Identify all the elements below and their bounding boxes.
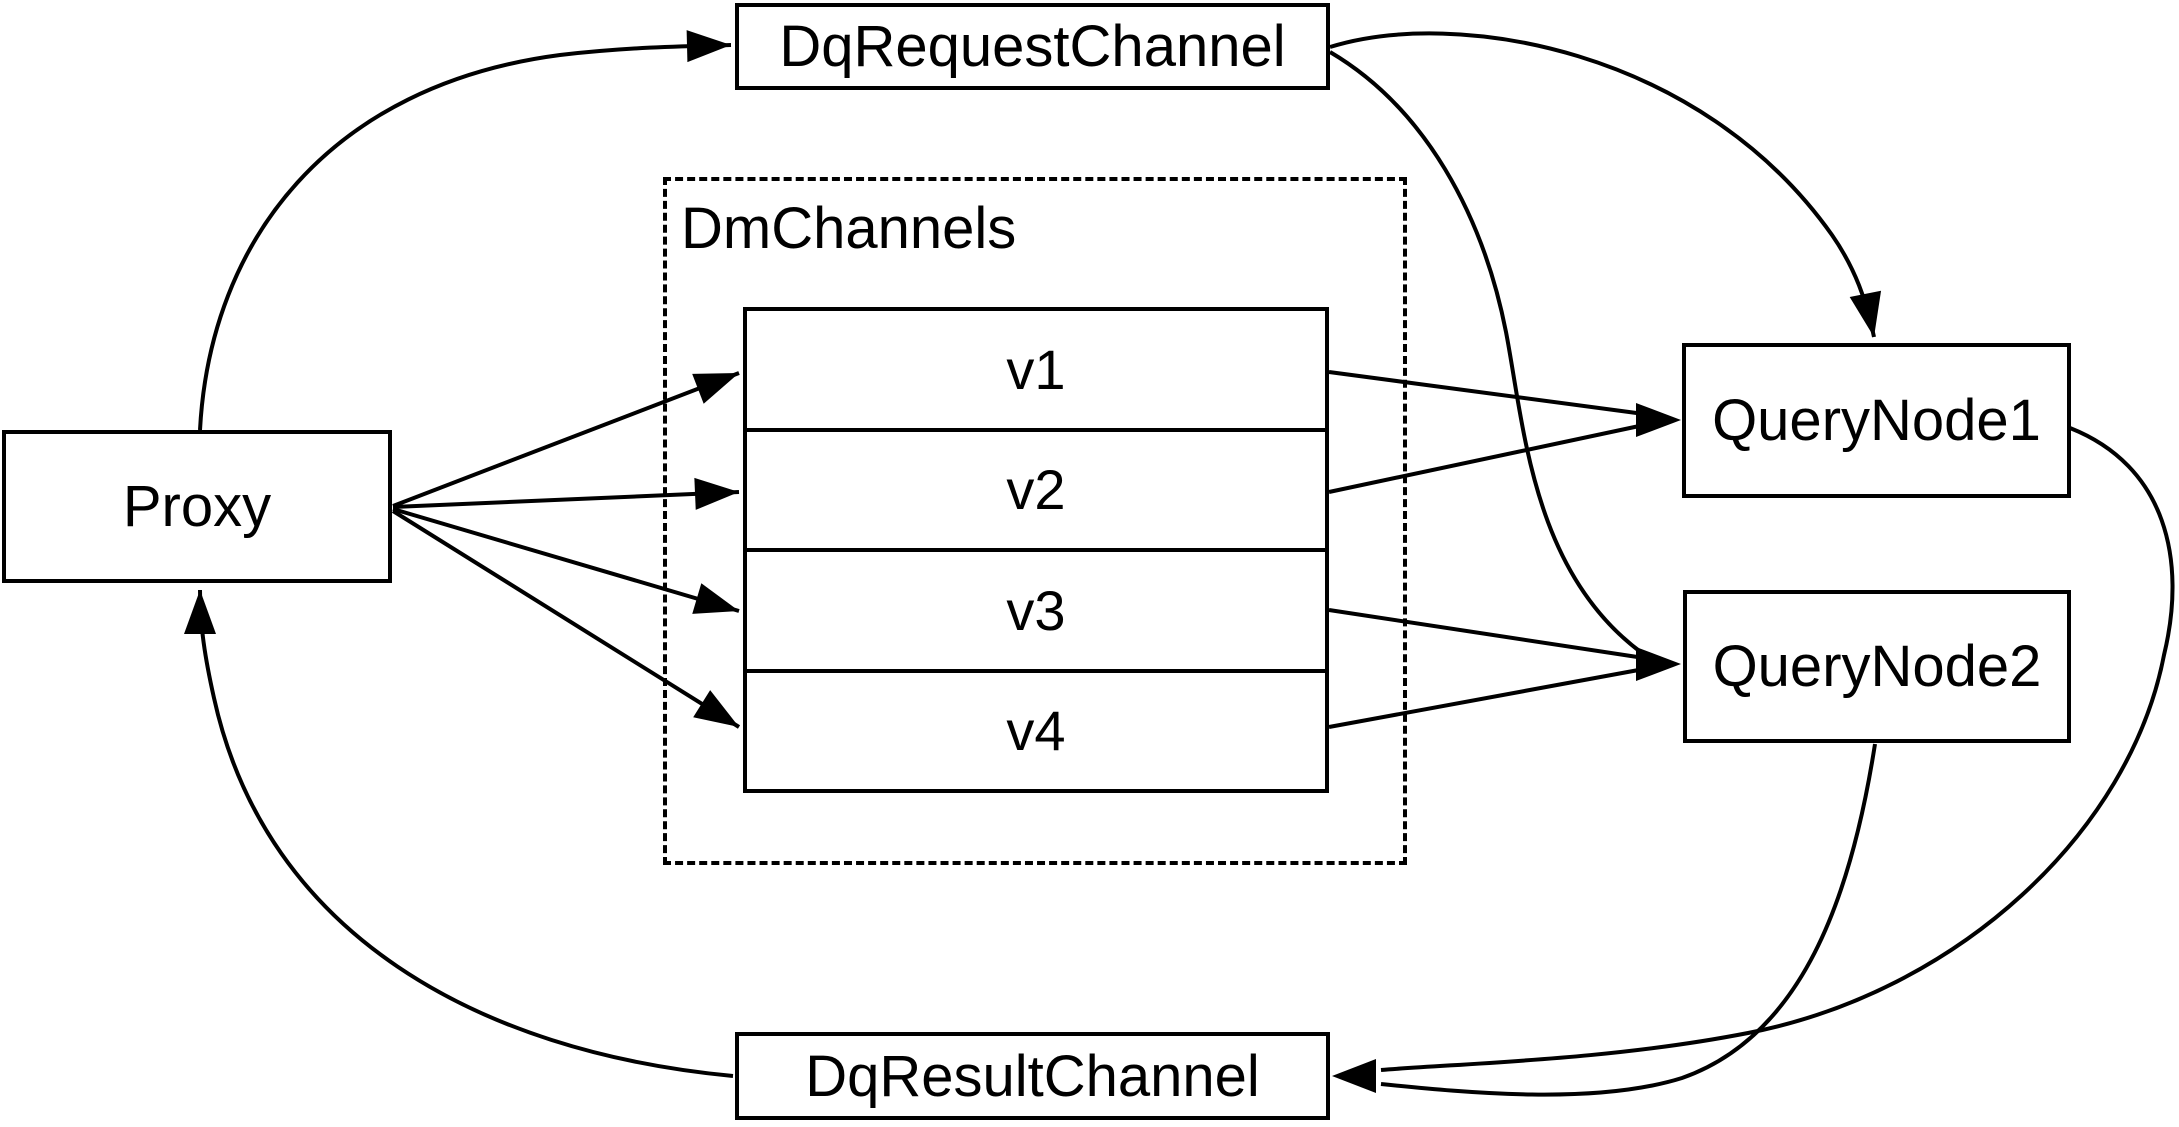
channel-v2-label: v2	[1006, 458, 1066, 522]
node-dqrequestchannel: DqRequestChannel	[735, 3, 1330, 90]
node-dqresultchannel-label: DqResultChannel	[805, 1043, 1260, 1109]
node-dqresultchannel: DqResultChannel	[735, 1032, 1330, 1120]
channel-v4-label: v4	[1006, 699, 1066, 763]
channel-row-v4: v4	[747, 668, 1325, 790]
arrowhead-querynode2-left	[1636, 647, 1681, 681]
node-querynode2-label: QueryNode2	[1712, 634, 2042, 699]
node-proxy: Proxy	[2, 430, 392, 583]
edge-dqresultchannel-to-proxy	[184, 589, 734, 1078]
node-querynode1: QueryNode1	[1682, 343, 2071, 498]
edge-querynode1-to-dqresultchannel	[1380, 426, 2175, 1072]
edge-proxy-to-dqrequestchannel	[198, 30, 732, 431]
group-dmchannels-label: DmChannels	[681, 196, 1017, 261]
dmchannels-table: v1 v2 v3 v4	[743, 307, 1329, 793]
channel-v1-label: v1	[1006, 337, 1066, 401]
channel-v3-label: v3	[1006, 578, 1066, 642]
edge-dqrequestchannel-to-querynode1	[1329, 31, 1882, 338]
edge-querynode2-to-dqresultchannel	[1380, 743, 1877, 1097]
node-proxy-label: Proxy	[122, 474, 272, 539]
node-dqrequestchannel-label: DqRequestChannel	[779, 14, 1286, 79]
node-querynode1-label: QueryNode1	[1712, 388, 2041, 453]
node-querynode2: QueryNode2	[1683, 590, 2071, 743]
channel-row-v3: v3	[747, 548, 1325, 669]
channel-row-v2: v2	[747, 427, 1325, 549]
arrowhead-querynode1-left	[1636, 403, 1681, 437]
channel-row-v1: v1	[747, 311, 1325, 428]
arrowhead-dqresultchannel-right	[1332, 1059, 1376, 1093]
